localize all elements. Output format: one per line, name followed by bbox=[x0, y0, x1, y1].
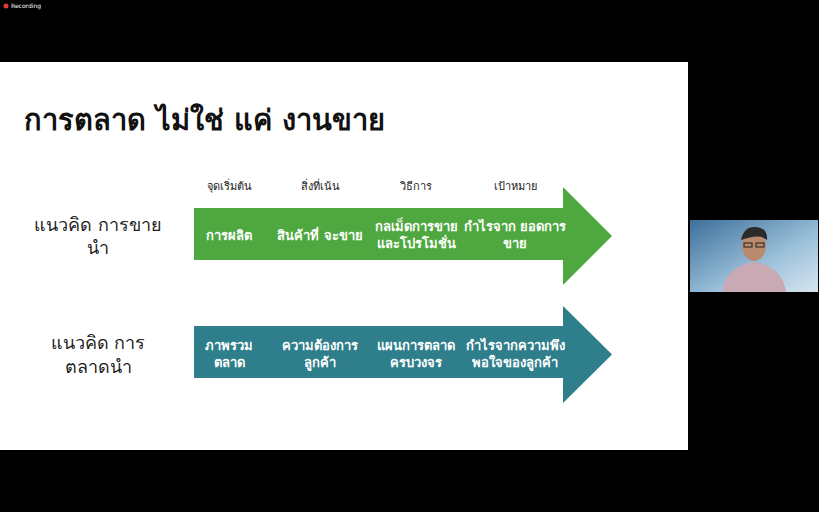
recording-indicator: Recording bbox=[11, 2, 41, 9]
column-header: สิ่งที่เน้น bbox=[301, 177, 340, 195]
arrow-cell-text: ความต้องการ ลูกค้า bbox=[277, 338, 363, 372]
arrow-cell-text: กลเม็ดการขาย และโปรโมชั่น bbox=[369, 219, 463, 253]
arrow-band: แนวคิด การตลาดนำ ภาพรวม ตลาด ความต้องการ ล… bbox=[30, 306, 612, 403]
arrow-cell-text: การผลิต bbox=[190, 228, 268, 245]
column-header: จุดเริ่มต้น bbox=[207, 177, 252, 195]
arrow-cell-text: แผนการตลาด ครบวงจร bbox=[369, 338, 463, 372]
column-header: เป้าหมาย bbox=[494, 177, 537, 195]
arrow-cell-text: สินค้าที่ จะขาย bbox=[277, 228, 363, 245]
slide-title: การตลาด ไม่ใช่ แค่ งานขาย bbox=[24, 97, 385, 143]
arrow-band: แนวคิด การขายนำ การผลิต สินค้าที่ จะขาย กลเ… bbox=[30, 187, 612, 285]
arrow-cell-text: ภาพรวม ตลาด bbox=[190, 338, 268, 372]
row-label: แนวคิด การตลาดนำ bbox=[30, 331, 166, 378]
column-header: วิธีการ bbox=[400, 177, 432, 195]
row-label: แนวคิด การขายนำ bbox=[30, 213, 166, 260]
arrow-cell-text: กำไรจากความพึง พอใจของลูกค้า bbox=[462, 338, 568, 372]
arrow-fill bbox=[194, 187, 612, 285]
arrow-cell-text: กำไรจาก ยอดการขาย bbox=[462, 219, 568, 253]
arrow-fill bbox=[194, 306, 612, 403]
